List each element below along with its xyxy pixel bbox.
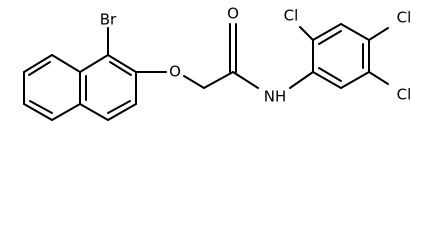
bond (79, 103, 109, 121)
bond (312, 23, 342, 41)
bond (51, 103, 81, 121)
bond (51, 54, 81, 73)
bond (23, 54, 53, 73)
double-bond-inner (318, 30, 342, 45)
ether-oxygen-atom-label: O (169, 63, 181, 81)
double-bond-inner (109, 61, 132, 76)
trichlorophenyl-ring (312, 23, 370, 89)
bond-carbonyl-nh (232, 71, 259, 89)
chlorine-meta-atom-label: Cl (397, 86, 412, 104)
bond-c-cl-para (368, 27, 389, 41)
bond-nh-phenyl (289, 71, 314, 89)
chlorine-para-atom-label: Cl (397, 9, 412, 27)
bond (340, 23, 370, 41)
bond (312, 71, 342, 89)
amide-nh-atom-label: NH (264, 88, 287, 106)
double-bond-inner (107, 100, 131, 114)
chlorine-ortho-atom-label: Cl (284, 7, 299, 25)
double-bond-inner (318, 67, 342, 82)
bond-ch2-carbonyl (203, 71, 234, 89)
bond (79, 54, 109, 73)
bond-c-cl-meta (368, 71, 389, 85)
carbonyl-oxygen-atom-label: O (227, 5, 239, 23)
double-bond-inner (29, 100, 53, 114)
bond (340, 71, 370, 89)
bond-c-cl-ortho (299, 26, 314, 41)
bond (107, 103, 137, 121)
naphthalene-ring (23, 54, 137, 121)
bond (107, 54, 137, 73)
bond-o-ch2 (183, 75, 205, 89)
bromine-atom-label: Br (100, 11, 117, 29)
bond (23, 103, 53, 121)
double-bond-inner (28, 61, 51, 76)
chemical-structure-diagram: Br O O NH Cl Cl Cl (23, 5, 412, 121)
